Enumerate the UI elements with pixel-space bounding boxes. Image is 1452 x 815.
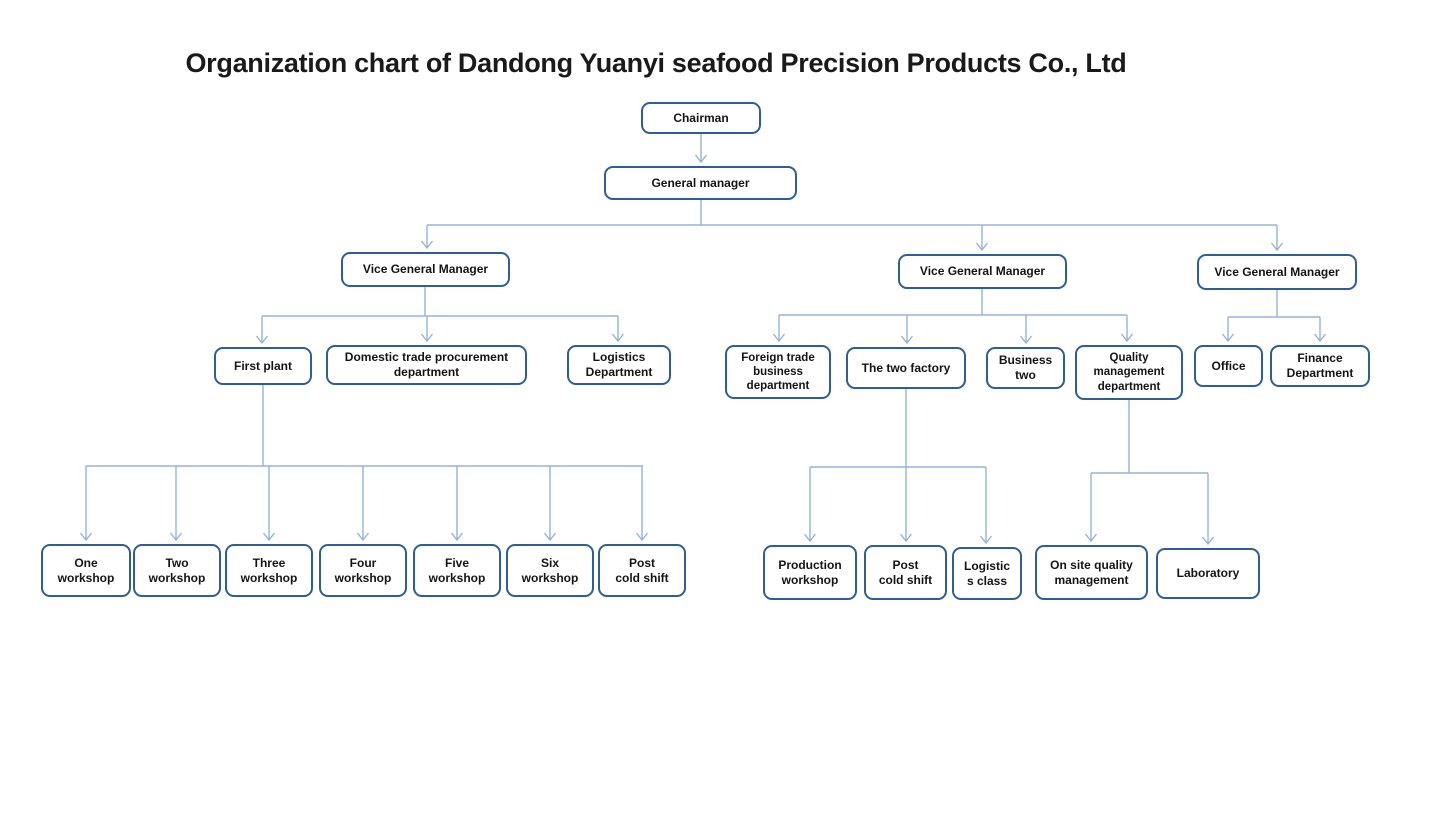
node-two-workshop: Two workshop xyxy=(133,544,221,597)
node-domestic-trade-procurement: Domestic trade procurement department xyxy=(326,345,527,385)
node-finance-department: Finance Department xyxy=(1270,345,1370,387)
node-one-workshop: One workshop xyxy=(41,544,131,597)
node-five-workshop: Five workshop xyxy=(413,544,501,597)
node-first-plant: First plant xyxy=(214,347,312,385)
branch-vgm-left-children xyxy=(255,287,625,345)
node-laboratory: Laboratory xyxy=(1156,548,1260,599)
branch-two-factory-children xyxy=(803,389,993,545)
branch-quality-management-children xyxy=(1084,400,1215,546)
node-vgm-left: Vice General Manager xyxy=(341,252,510,287)
node-business-two: Business two xyxy=(986,347,1065,389)
node-vgm-right: Vice General Manager xyxy=(1197,254,1357,290)
node-two-factory: The two factory xyxy=(846,347,966,389)
node-logistics-department: Logistics Department xyxy=(567,345,671,385)
node-post-cold-shift-factory2: Post cold shift xyxy=(864,545,947,600)
node-production-workshop: Production workshop xyxy=(763,545,857,600)
node-six-workshop: Six workshop xyxy=(506,544,594,597)
node-post-cold-shift-plant1: Post cold shift xyxy=(598,544,686,597)
branch-gm-to-vgms xyxy=(420,200,1284,252)
branch-vgm-right-children xyxy=(1221,290,1327,343)
chart-title: Organization chart of Dandong Yuanyi sea… xyxy=(185,48,1127,78)
branch-vgm-middle-children xyxy=(772,289,1134,345)
node-three-workshop: Three workshop xyxy=(225,544,313,597)
node-four-workshop: Four workshop xyxy=(319,544,407,597)
node-quality-management: Quality management department xyxy=(1075,345,1183,400)
node-logistics-class: Logistic s class xyxy=(952,547,1022,600)
branch-first-plant-children xyxy=(79,385,649,542)
node-foreign-trade-business: Foreign trade business department xyxy=(725,345,831,399)
node-on-site-quality-management: On site quality management xyxy=(1035,545,1148,600)
node-chairman: Chairman xyxy=(641,102,761,134)
node-general-manager: General manager xyxy=(604,166,797,200)
node-vgm-middle: Vice General Manager xyxy=(898,254,1067,289)
node-office: Office xyxy=(1194,345,1263,387)
